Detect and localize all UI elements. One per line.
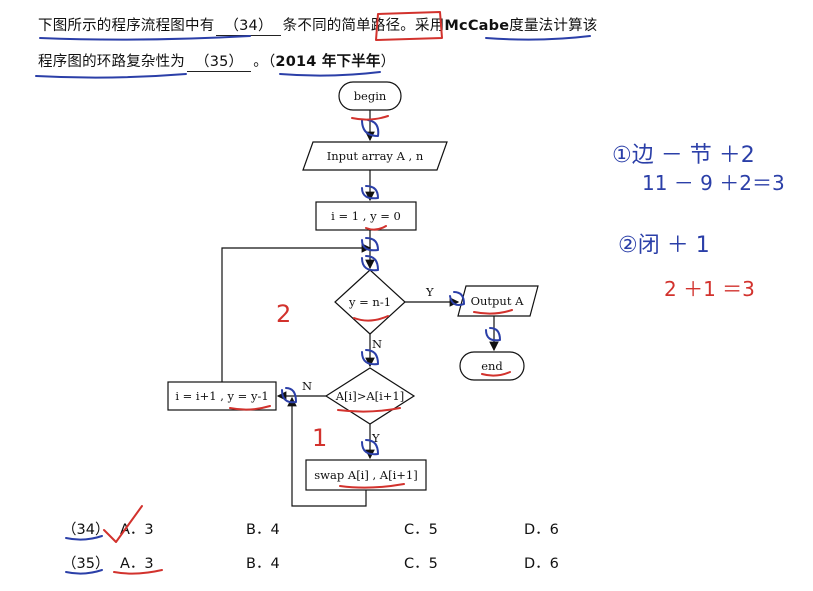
question-text: 下图所示的程序流程图中有 [38,18,215,34]
swap-label: swap A[i] , A[i+1] [314,468,417,482]
q34-option-c[interactable]: C．5 [404,522,438,538]
q35-option-a[interactable]: A．3 [120,556,154,572]
year-label: 2014 年下半年 [275,54,381,70]
label-n-2: N [302,379,312,393]
question-line-1: 下图所示的程序流程图中有（34）条不同的简单路径。采用McCabe度量法计算该 [38,14,597,36]
increment-label: i = i+1 , y = y-1 [175,389,268,403]
init-label: i = 1 , y = 0 [331,209,401,223]
input-node [302,141,448,171]
input-label: Input array A , n [327,149,424,163]
q34-number: （34） [62,522,110,538]
label-y-1: Y [425,285,434,299]
question-text: 程序图的环路复杂性为 [38,54,185,70]
q34-option-a[interactable]: A．3 [120,522,154,538]
decision1-label: y = n-1 [348,295,391,309]
q34-option-d[interactable]: D．6 [524,522,559,538]
q35-option-b[interactable]: B．4 [246,556,280,572]
question-text: 条不同的 [282,18,342,34]
q34-option-b[interactable]: B．4 [246,522,280,538]
output-label: Output A [471,294,525,308]
label-y-2: Y [371,431,380,445]
q35-option-c[interactable]: C．5 [404,556,438,572]
mccabe-term: McCabe [444,18,510,34]
q35-option-d[interactable]: D．6 [524,556,559,572]
label-n-1: N [372,337,382,351]
question-text: 。（ [253,54,276,70]
q35-number: （35） [62,556,110,572]
question-text: 度量法计算该 [509,18,598,34]
question-line-2: 程序图的环路复杂性为（35）。（2014 年下半年） [38,50,395,72]
begin-label: begin [354,89,387,103]
output-node [457,285,539,317]
blank-35: （35） [187,50,252,72]
decision2-label: A[i]>A[i+1] [335,389,405,403]
end-label: end [481,359,503,373]
question-text: ） [380,54,396,70]
